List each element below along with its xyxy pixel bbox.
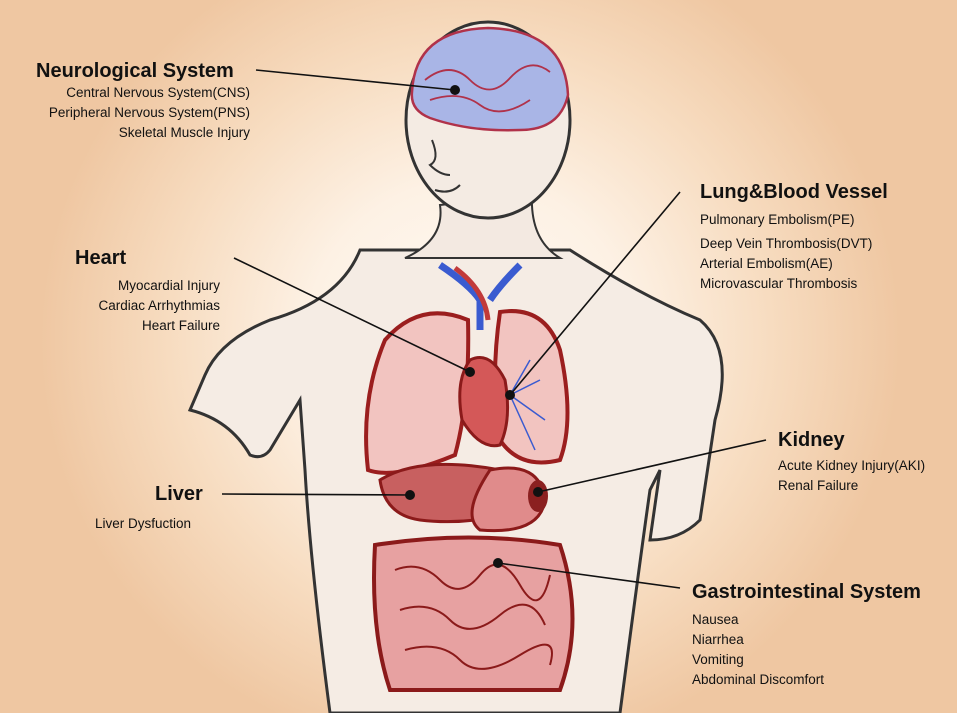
kidney-dot [533, 487, 543, 497]
label-kidney: Kidney Acute Kidney Injury(AKI) Renal Fa… [778, 428, 948, 496]
liver-leader [222, 494, 410, 495]
liver-item-1: Liver Dysfuction [95, 514, 225, 534]
label-lung-blood-vessel: Lung&Blood Vessel Pulmonary Embolism(PE)… [700, 180, 940, 294]
gi-item-2: Niarrhea [692, 630, 952, 650]
gi-item-4: Abdominal Discomfort [692, 670, 952, 690]
lung-title: Lung&Blood Vessel [700, 180, 940, 204]
heart-item-2: Cardiac Arrhythmias [70, 296, 220, 316]
heart-item-3: Heart Failure [70, 316, 220, 336]
lung-dot [505, 390, 515, 400]
lung-item-4: Microvascular Thrombosis [700, 274, 940, 294]
lung-item-3: Arterial Embolism(AE) [700, 254, 940, 274]
neurological-title: Neurological System [10, 59, 250, 83]
gi-item-3: Vomiting [692, 650, 952, 670]
kidney-title: Kidney [778, 428, 948, 452]
lung-item-1: Pulmonary Embolism(PE) [700, 210, 940, 230]
neurological-item-2: Peripheral Nervous System(PNS) [10, 103, 250, 123]
gi-title: Gastrointestinal System [692, 580, 952, 604]
gi-dot [493, 558, 503, 568]
lung-item-2: Deep Vein Thrombosis(DVT) [700, 234, 940, 254]
brain [412, 28, 568, 130]
kidney-item-2: Renal Failure [778, 476, 948, 496]
neurological-item-3: Skeletal Muscle Injury [10, 123, 250, 143]
heart-item-1: Myocardial Injury [70, 276, 220, 296]
neurological-item-1: Central Nervous System(CNS) [10, 83, 250, 103]
label-liver: Liver Liver Dysfuction [95, 482, 225, 534]
kidney-item-1: Acute Kidney Injury(AKI) [778, 456, 948, 476]
neuro-dot [450, 85, 460, 95]
label-heart: Heart Myocardial Injury Cardiac Arrhythm… [70, 246, 220, 336]
label-neurological: Neurological System Central Nervous Syst… [10, 59, 250, 143]
gi-item-1: Nausea [692, 610, 952, 630]
liver-title: Liver [95, 482, 225, 506]
label-gastrointestinal: Gastrointestinal System Nausea Niarrhea … [692, 580, 952, 690]
heart-title: Heart [70, 246, 220, 270]
heart-dot [465, 367, 475, 377]
liver-dot [405, 490, 415, 500]
